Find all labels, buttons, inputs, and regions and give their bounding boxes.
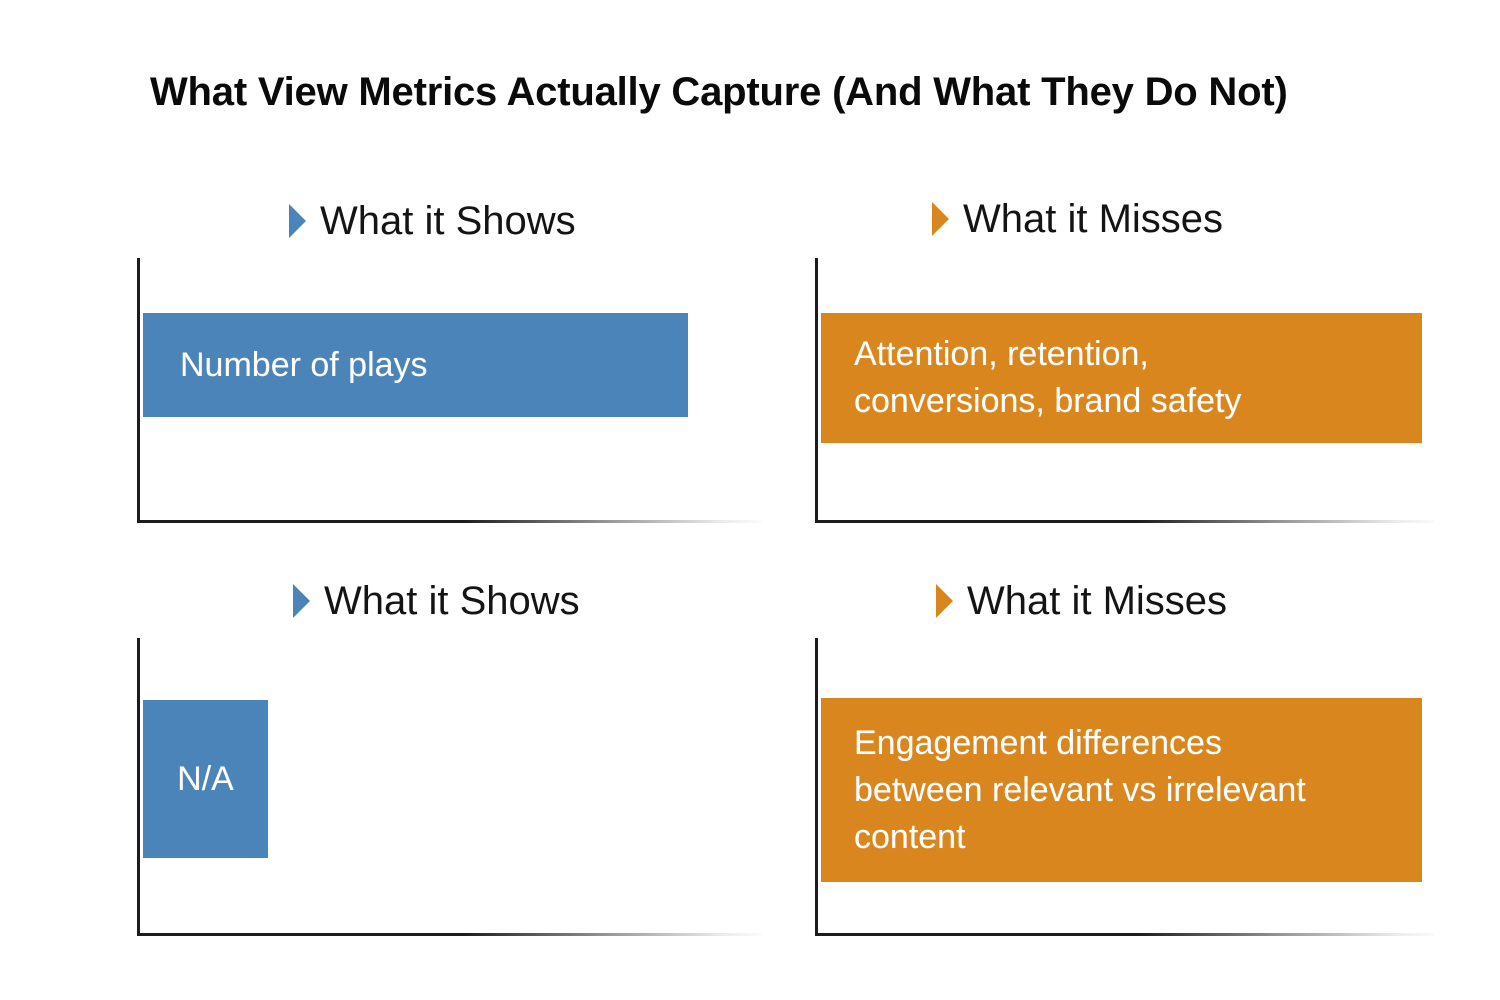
chart-misses-1: Attention, retention, conversions, brand… bbox=[815, 258, 1435, 523]
triangle-right-icon bbox=[289, 204, 306, 238]
bar-label: N/A bbox=[177, 759, 234, 798]
panel-header-shows-2: What it Shows bbox=[293, 578, 580, 624]
panel-header-label: What it Misses bbox=[963, 197, 1224, 241]
chart-horizontal-axis bbox=[815, 933, 1435, 936]
chart-horizontal-axis bbox=[137, 933, 762, 936]
chart-shows-2: N/A bbox=[137, 638, 762, 936]
triangle-right-icon bbox=[936, 584, 953, 618]
triangle-right-icon bbox=[293, 584, 310, 618]
panel-header-misses-1: What it Misses bbox=[932, 196, 1223, 242]
panel-header-label: What it Misses bbox=[967, 579, 1228, 623]
panel-header-label: What it Shows bbox=[320, 199, 576, 243]
chart-vertical-axis bbox=[815, 258, 818, 523]
chart-horizontal-axis bbox=[137, 520, 762, 523]
bar-label: Engagement differences between relevant … bbox=[854, 723, 1306, 856]
chart-shows-1: Number of plays bbox=[137, 258, 762, 523]
panel-header-misses-2: What it Misses bbox=[936, 578, 1227, 624]
bar-label: Number of plays bbox=[180, 345, 428, 384]
triangle-right-icon bbox=[932, 202, 949, 236]
panel-header-label: What it Shows bbox=[324, 579, 580, 623]
chart-vertical-axis bbox=[815, 638, 818, 936]
chart-vertical-axis bbox=[137, 258, 140, 523]
chart-horizontal-axis bbox=[815, 520, 1435, 523]
panel-header-shows-1: What it Shows bbox=[289, 198, 576, 244]
bar-attention-retention: Attention, retention, conversions, brand… bbox=[821, 313, 1422, 443]
page-title: What View Metrics Actually Capture (And … bbox=[150, 70, 1288, 114]
chart-vertical-axis bbox=[137, 638, 140, 936]
bar-number-of-plays: Number of plays bbox=[143, 313, 688, 417]
chart-misses-2: Engagement differences between relevant … bbox=[815, 638, 1435, 936]
bar-engagement-differences: Engagement differences between relevant … bbox=[821, 698, 1422, 882]
bar-label: Attention, retention, conversions, brand… bbox=[854, 335, 1242, 420]
bar-not-available: N/A bbox=[143, 700, 268, 858]
